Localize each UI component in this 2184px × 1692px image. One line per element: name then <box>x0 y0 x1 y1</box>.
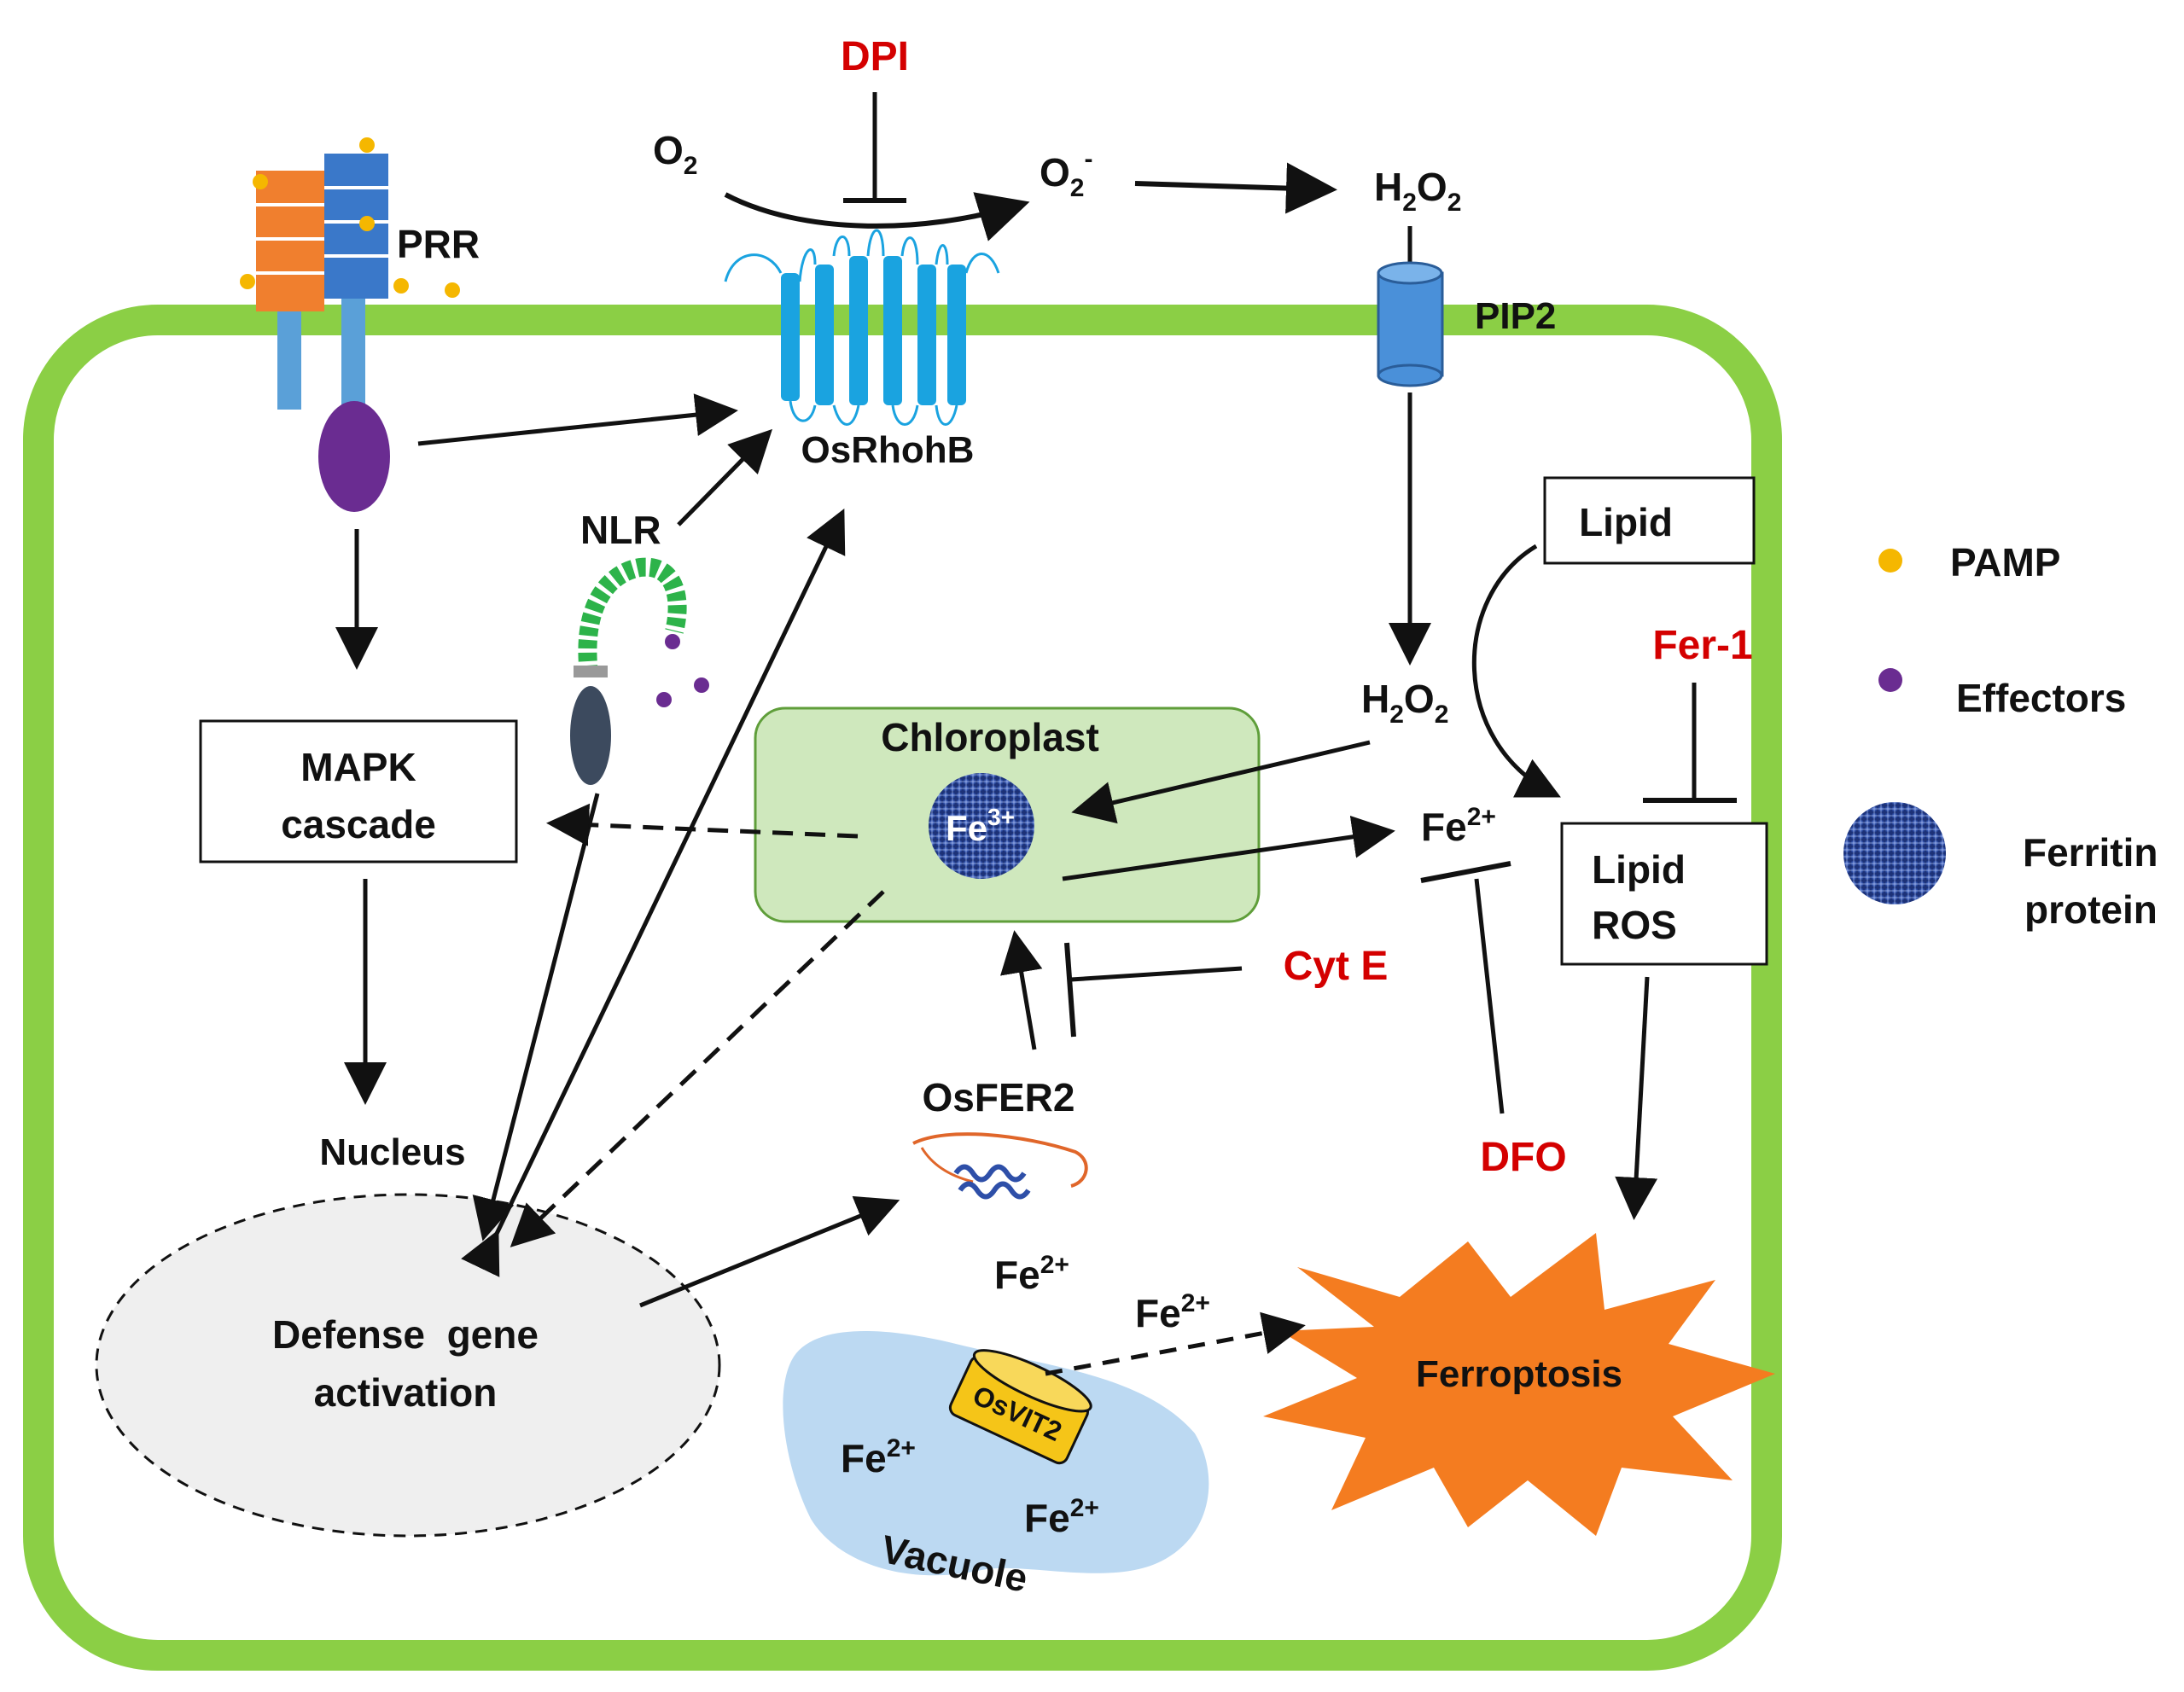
defense-label-line1: Defense gene <box>272 1312 539 1357</box>
legend-pamp-label: PAMP <box>1950 540 2061 584</box>
nucleus-label: Nucleus <box>319 1131 465 1173</box>
cyte-label: Cyt E <box>1284 944 1389 989</box>
fe2-mid-label: Fe2+ <box>1421 803 1496 849</box>
lipid-to-ros-arrow <box>1471 544 1561 798</box>
lipid-ros-line2: ROS <box>1592 903 1677 947</box>
o2-to-superoxide-arrow <box>724 192 1030 241</box>
h2o2-to-ferritin-arrow <box>1071 740 1371 824</box>
dfo-inhibition-bar <box>1420 861 1511 883</box>
legend-ferritin-icon <box>1843 802 1946 904</box>
o2-label: O2 <box>653 128 697 180</box>
legend: PAMP Effectors Ferritin protein <box>1843 540 2158 932</box>
superoxide-label: O2- <box>1040 145 1092 202</box>
prr-to-osrhohb-arrow <box>417 393 738 446</box>
dfo-inhibition <box>1474 878 1505 1114</box>
osfer2-to-ferritin-arrow <box>1000 930 1043 1050</box>
legend-effectors-label: Effectors <box>1956 676 2126 720</box>
prr-kinase-domain <box>318 401 390 512</box>
legend-ferritin-label-line2: protein <box>2024 887 2158 932</box>
lipid-ros-box <box>1560 822 1768 966</box>
h2o2-top-label: H2O2 <box>1374 165 1461 217</box>
cyte-inhibition <box>1070 966 1243 982</box>
h2o2-mid-label: H2O2 <box>1361 677 1448 729</box>
fe2-label-transport: Fe2+ <box>1135 1289 1210 1335</box>
lipid-label: Lipid <box>1579 500 1673 544</box>
fe2-label-vacuole-left: Fe2+ <box>841 1434 916 1480</box>
ferritin-fe3-icon <box>929 773 1034 879</box>
mapk-label-line2: cascade <box>281 802 436 846</box>
lipid-ros-line1: Lipid <box>1592 847 1686 892</box>
defense-label-line2: activation <box>314 1370 498 1415</box>
legend-effectors-marker <box>1878 668 1902 692</box>
nlr-to-osrhohb-arrow <box>677 428 773 526</box>
cell-membrane <box>23 305 1782 1671</box>
defense-to-osfer2-arrow <box>639 1195 900 1308</box>
legend-ferritin-label-line1: Ferritin <box>2023 830 2158 875</box>
osfer2-structure-icon <box>912 1132 1088 1200</box>
nlr-receptor <box>570 557 709 785</box>
osvit2-transporter: OsVIT2 <box>948 1349 1092 1465</box>
chloroplast-to-defense-dashed-arrow <box>510 890 885 1247</box>
prr-receptor <box>240 137 460 512</box>
lipid-box <box>1543 476 1756 565</box>
effector-dot <box>694 677 709 693</box>
ferritin-to-fe2-arrow <box>1062 815 1395 881</box>
legend-pamp-marker <box>1878 549 1902 573</box>
chloroplast-label: Chloroplast <box>881 715 1099 759</box>
nlr-label: NLR <box>580 508 661 552</box>
fer1-label: Fer-1 <box>1652 623 1752 668</box>
nucleus-boundary <box>95 1193 721 1538</box>
fe2-label-vacuole-right: Fe2+ <box>1024 1494 1099 1540</box>
pip2-channel <box>1377 261 1444 387</box>
ferroptosis-label: Ferroptosis <box>1416 1353 1622 1395</box>
effector-dot <box>656 692 672 707</box>
pip2-label: PIP2 <box>1475 295 1556 337</box>
effector-dot <box>665 634 680 649</box>
chloroplast-to-mapk-dashed-arrow <box>546 803 859 846</box>
prr-label: PRR <box>397 222 480 266</box>
osfer2-label: OsFER2 <box>923 1075 1075 1119</box>
vacuole-shape <box>783 1331 1209 1576</box>
osrhohb-label: OsRhohB <box>801 429 975 471</box>
dpi-label: DPI <box>841 34 909 79</box>
mapk-label-line1: MAPK <box>300 745 416 789</box>
fe2-label-upper: Fe2+ <box>994 1251 1069 1297</box>
osrhohb-transmembrane <box>724 229 1000 426</box>
lipid-ros-to-ferroptosis-arrow <box>1615 976 1658 1220</box>
superoxide-to-h2o2-arrow <box>1134 162 1337 214</box>
cyte-inhibition-bar <box>1064 942 1076 1038</box>
ferroptosis-burst <box>1263 1233 1775 1536</box>
defense-osrhohb-double-arrow <box>461 508 846 1277</box>
dfo-label: DFO <box>1480 1135 1566 1180</box>
fe3-label: Fe3+ <box>946 804 1015 848</box>
vacuole-to-ferroptosis-arrow <box>1045 1311 1306 1376</box>
